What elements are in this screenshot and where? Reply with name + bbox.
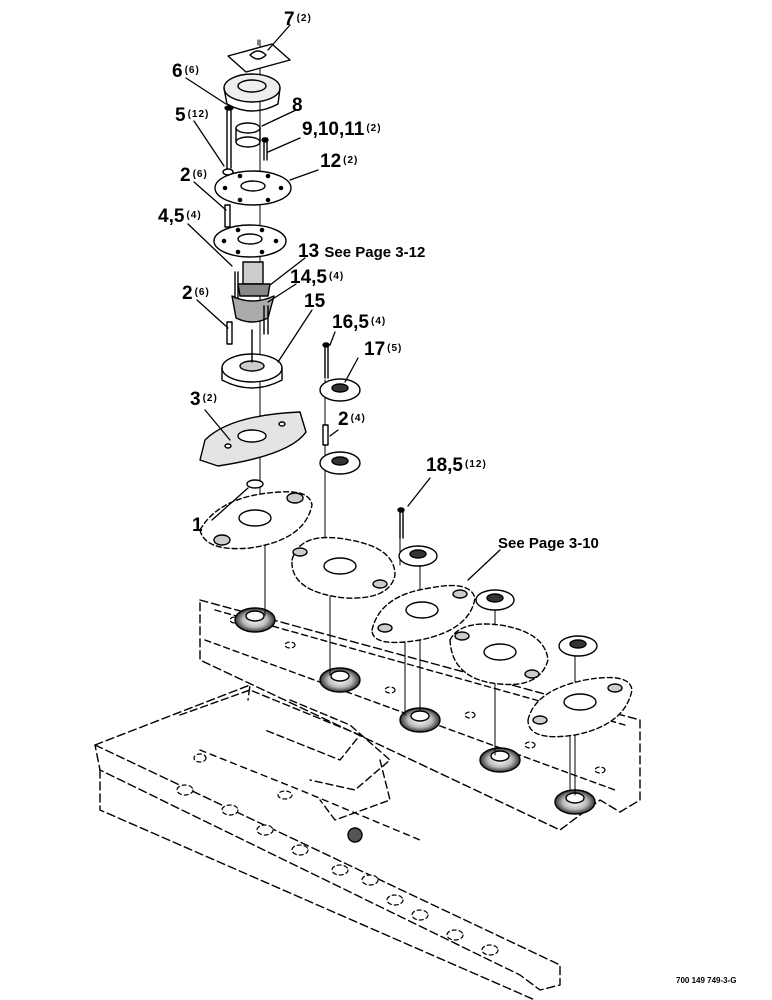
pin-2-upper: [224, 204, 231, 228]
callout-3: 3(2): [190, 389, 218, 410]
bolt-16: [322, 342, 330, 379]
callout-6: 6(6): [172, 61, 200, 82]
cutter-disc-1: [199, 491, 313, 550]
gearbox-13: [231, 261, 275, 335]
o-ring: [246, 479, 264, 489]
callout-5: 5(12): [175, 105, 210, 126]
see-page-3-10-note: See Page 3-10: [498, 535, 599, 552]
callout-12: 12(2): [320, 151, 359, 172]
bolt-6: [224, 105, 234, 169]
bolt-18: [397, 507, 405, 539]
leader-lines: [185, 24, 501, 581]
callout-2-middle: 2(6): [182, 283, 210, 304]
pin-2-lower: [322, 424, 329, 446]
top-cap: [223, 73, 281, 112]
callout-2-upper: 2(6): [180, 165, 208, 186]
callout-7: 7(2): [284, 9, 312, 30]
callout-14-5: 14,5(4): [290, 267, 345, 288]
callout-15: 15: [304, 291, 326, 312]
callout-2-lower: 2(4): [338, 409, 366, 430]
small-fasteners-9-10-11: [261, 137, 269, 161]
shield-3: [199, 411, 307, 467]
callout-16-5: 16,5(4): [332, 312, 387, 333]
callout-8: 8: [292, 95, 303, 116]
cutterbar-frame: [94, 599, 641, 1000]
callout-4-5: 4,5(4): [158, 206, 202, 227]
callout-9-10-11: 9,10,11(2): [302, 119, 382, 140]
hub-flange-15: [221, 329, 283, 389]
cutter-disc-3: [371, 584, 476, 644]
pin-2-middle: [226, 321, 233, 345]
knife-hub-row: [319, 378, 598, 657]
cutter-disc-4: [449, 623, 549, 686]
plate-12: [214, 170, 292, 206]
callout-17: 17(5): [364, 339, 403, 360]
callout-18-5: 18,5(12): [426, 455, 487, 476]
cutter-disc-2: [291, 536, 396, 599]
callout-1: 1: [192, 515, 203, 536]
plate-12-lower: [213, 224, 287, 258]
spindle-hub-row: [234, 607, 596, 815]
cap-cylinder: [235, 122, 261, 148]
top-gasket: [227, 43, 291, 73]
callout-13: 13 See Page 3-12: [298, 241, 426, 262]
cutter-disc-5: [527, 676, 633, 738]
document-id: 700 149 749-3-G: [676, 976, 737, 985]
